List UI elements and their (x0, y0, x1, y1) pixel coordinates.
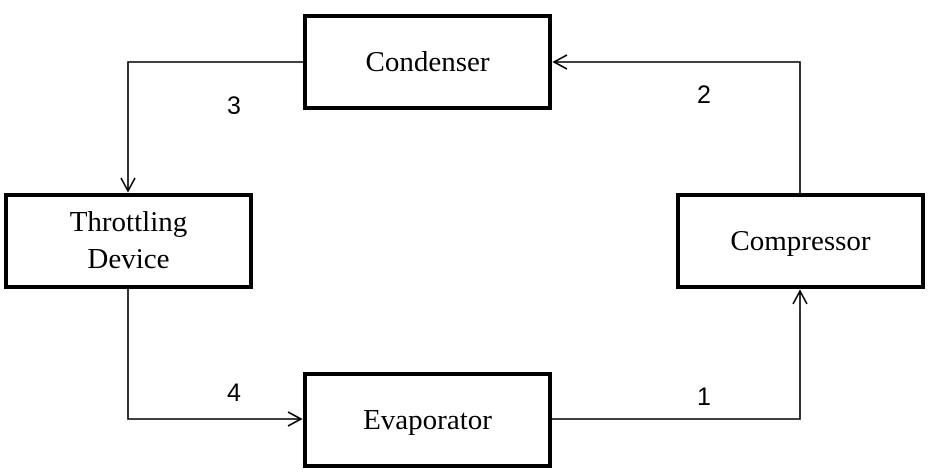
connector-condenser-to-throttling (127, 61, 303, 191)
connector-evaporator-to-compressor (552, 291, 801, 420)
state-point-1: 1 (697, 383, 711, 411)
connector-compressor-to-condenser (554, 61, 801, 193)
state-point-4: 4 (227, 379, 241, 407)
arrowhead-into-condenser (552, 54, 568, 70)
condenser-box: Condenser (303, 14, 552, 110)
compressor-label: Compressor (730, 224, 871, 257)
compressor-box: Compressor (676, 193, 925, 289)
state-point-3: 3 (227, 92, 241, 120)
arrowhead-into-evaporator (287, 411, 303, 427)
arrowhead-into-compressor (792, 289, 808, 305)
condenser-label: Condenser (365, 45, 490, 78)
state-point-2: 2 (697, 81, 711, 109)
arrowhead-into-throttling (120, 177, 136, 193)
evaporator-box: Evaporator (303, 372, 552, 468)
throttling-label-line1: Throttling (69, 206, 188, 238)
connector-throttling-to-evaporator (127, 289, 301, 420)
throttling-label-line2: Device (87, 243, 170, 275)
throttling-device-box: Throttling Device (4, 193, 253, 289)
evaporator-label: Evaporator (363, 403, 492, 436)
